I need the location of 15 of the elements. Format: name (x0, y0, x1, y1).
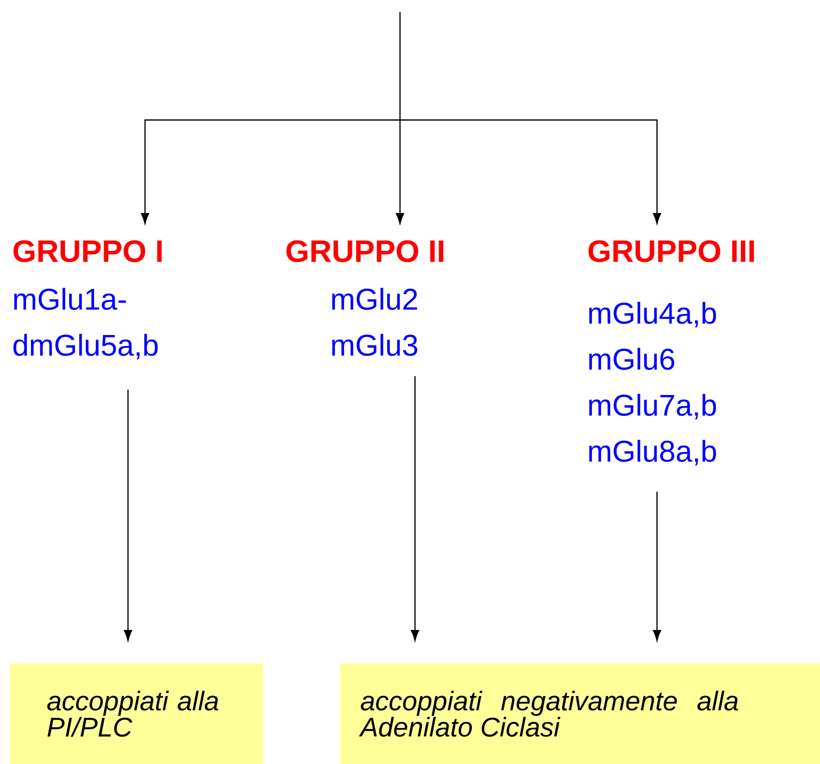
group-heading: GRUPPO II (286, 240, 444, 262)
group-heading: GRUPPO III (588, 240, 754, 262)
effect-box: accoppiati negativamente alla Adenilato Ciclasi (340, 663, 820, 764)
receptor-list: mGlu1a- dmGlu5a,b (13, 288, 158, 360)
receptor-list: mGlu4a,b mGlu6 mGlu7a,b mGlu8a,b (589, 302, 716, 466)
receptor-list: mGlu2 mGlu3 (332, 288, 418, 356)
arrow (140, 119, 400, 224)
arrow (400, 119, 662, 224)
arrow (652, 492, 662, 641)
effect-box: accoppiati alla PI/PLC (10, 663, 264, 764)
trunk-line (399, 12, 401, 120)
arrow (396, 120, 404, 224)
arrow (410, 376, 420, 641)
group-heading: GRUPPO I (13, 240, 162, 262)
arrow (124, 390, 132, 641)
